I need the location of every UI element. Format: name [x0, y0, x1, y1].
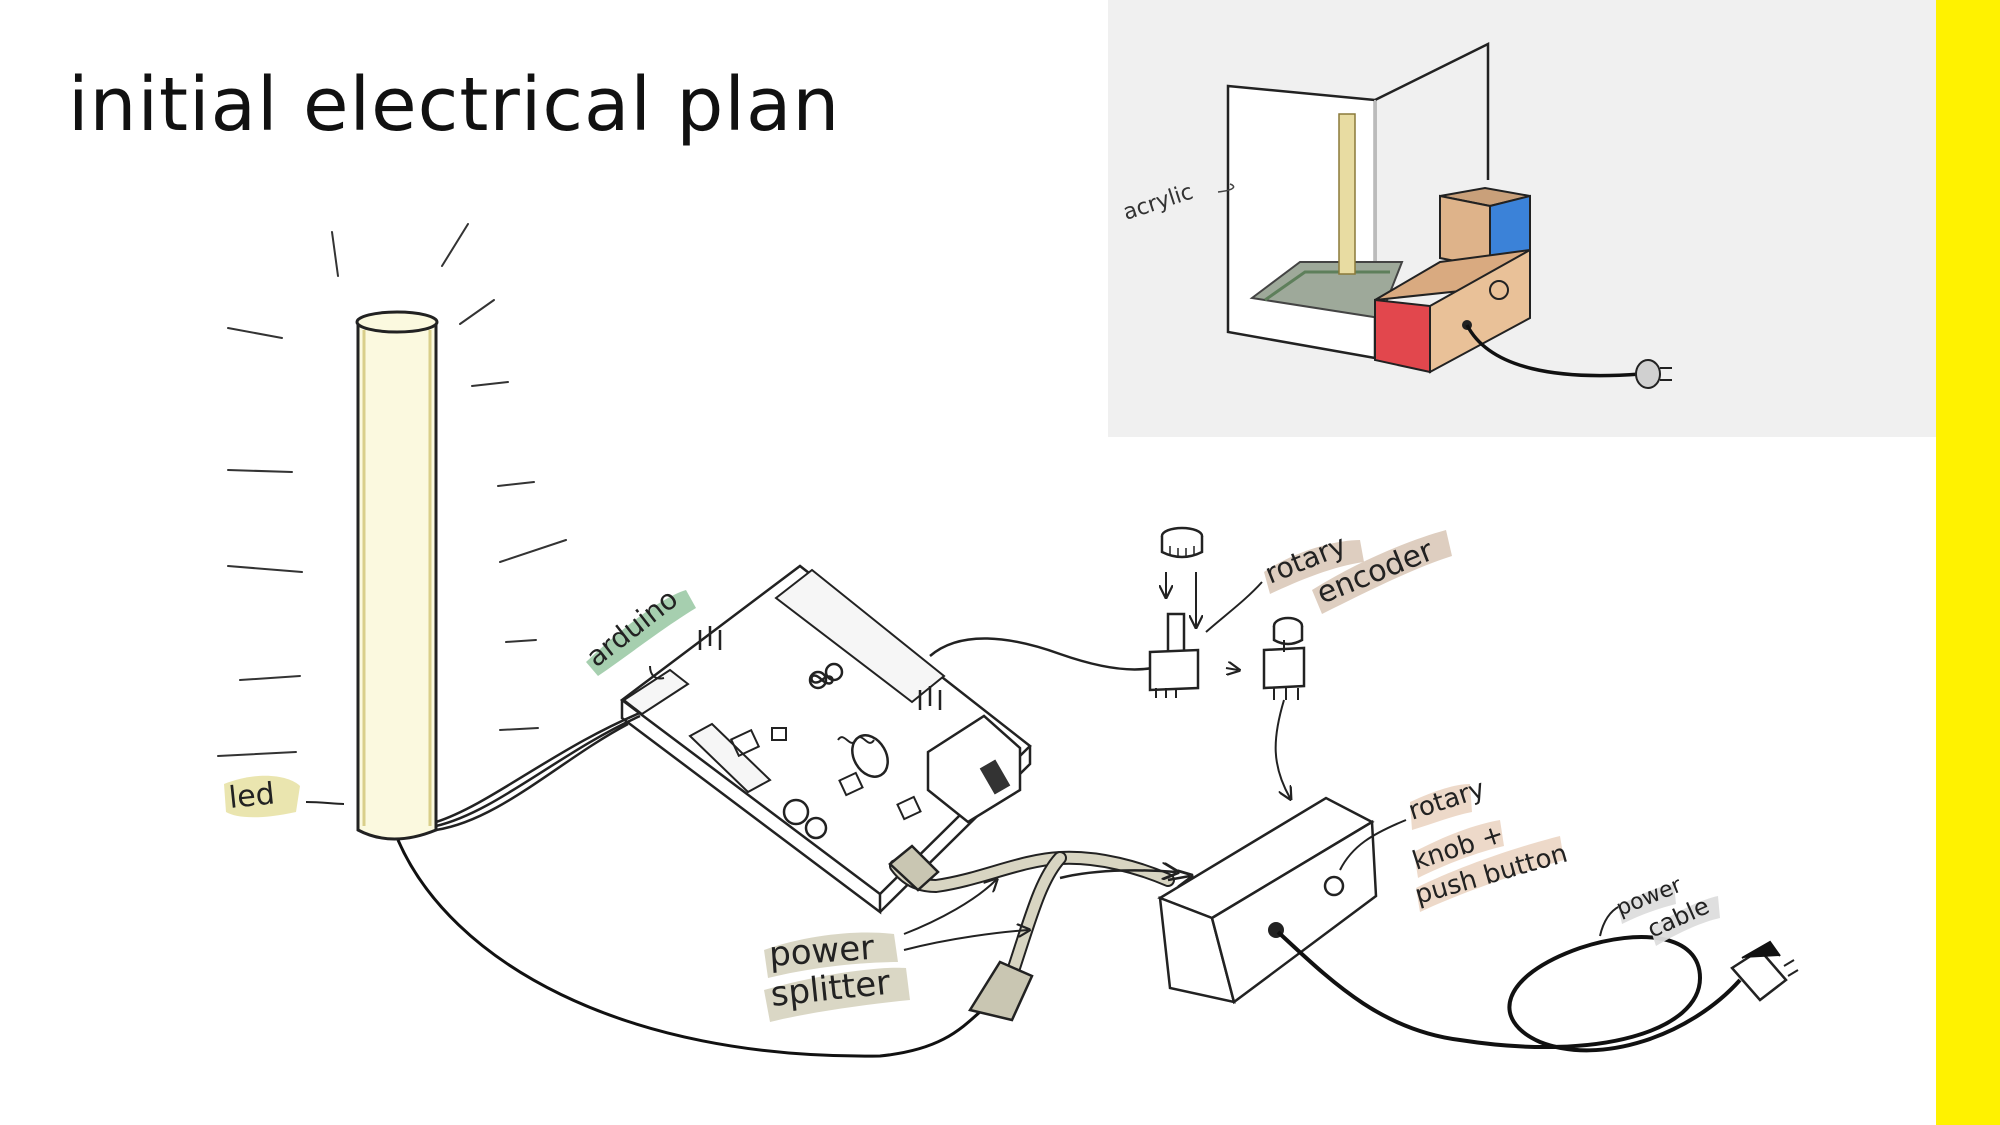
slide-title: initial electrical plan: [68, 62, 841, 148]
knob-pushbutton-icon: [1323, 875, 1345, 897]
power-cable-label: power cable: [1613, 873, 1720, 946]
inset-enclosure-sketch: acrylic: [1120, 41, 1672, 389]
knob-label: rotary knob + push button: [1405, 774, 1571, 912]
label-power-splitter-1: power: [768, 928, 876, 975]
power-splitter: [888, 844, 1190, 1022]
accent-bar: [1936, 0, 2000, 1125]
power-cable: [1276, 905, 1799, 1053]
led-power-wire: [396, 839, 984, 1058]
inset-power-cable: [1465, 324, 1641, 378]
highlight-knob-1: [1410, 784, 1472, 830]
highlight-cable-1: [1618, 884, 1676, 924]
rotary-encoder-label: rotary encoder: [1260, 528, 1452, 614]
usb-port: [926, 714, 1022, 824]
highlight-splitter-2: [764, 967, 910, 1022]
lower-block-red: [1374, 298, 1431, 374]
label-acrylic: acrylic: [1120, 180, 1196, 226]
highlight-encoder-2: [1312, 530, 1452, 614]
label-arduino: arduino: [580, 582, 684, 673]
highlight-splitter-1: [764, 932, 898, 978]
arduino-board: [619, 564, 1032, 915]
highlight-knob-3: [1416, 836, 1564, 912]
label-led: led: [227, 776, 276, 816]
led-rod-inset: [1338, 113, 1356, 275]
rotary-encoder: [1148, 526, 1306, 798]
label-knob-1: rotary: [1405, 774, 1489, 827]
control-box: [1157, 796, 1407, 1005]
glow-rays: [217, 223, 567, 757]
led-tube: [355, 310, 439, 841]
led-base-tray: [1249, 261, 1404, 320]
encoder-wire: [929, 637, 1153, 671]
plug-icon: [1635, 359, 1661, 389]
highlight-arduino: [586, 590, 696, 676]
highlight-led: [224, 775, 300, 818]
highlight-encoder-1: [1264, 540, 1364, 594]
wall-plug-icon: [1730, 948, 1788, 1002]
led-label: led: [224, 775, 345, 818]
acrylic-panel-right: [1374, 41, 1490, 180]
arduino-logo-icon: [810, 674, 834, 685]
highlight-knob-2: [1414, 820, 1504, 878]
power-splitter-label: power splitter: [764, 928, 910, 1022]
knob-icon: [1489, 280, 1509, 300]
lower-block-front: [1429, 248, 1531, 374]
led-data-wires: [435, 706, 653, 832]
highlight-cable-2: [1650, 896, 1720, 946]
